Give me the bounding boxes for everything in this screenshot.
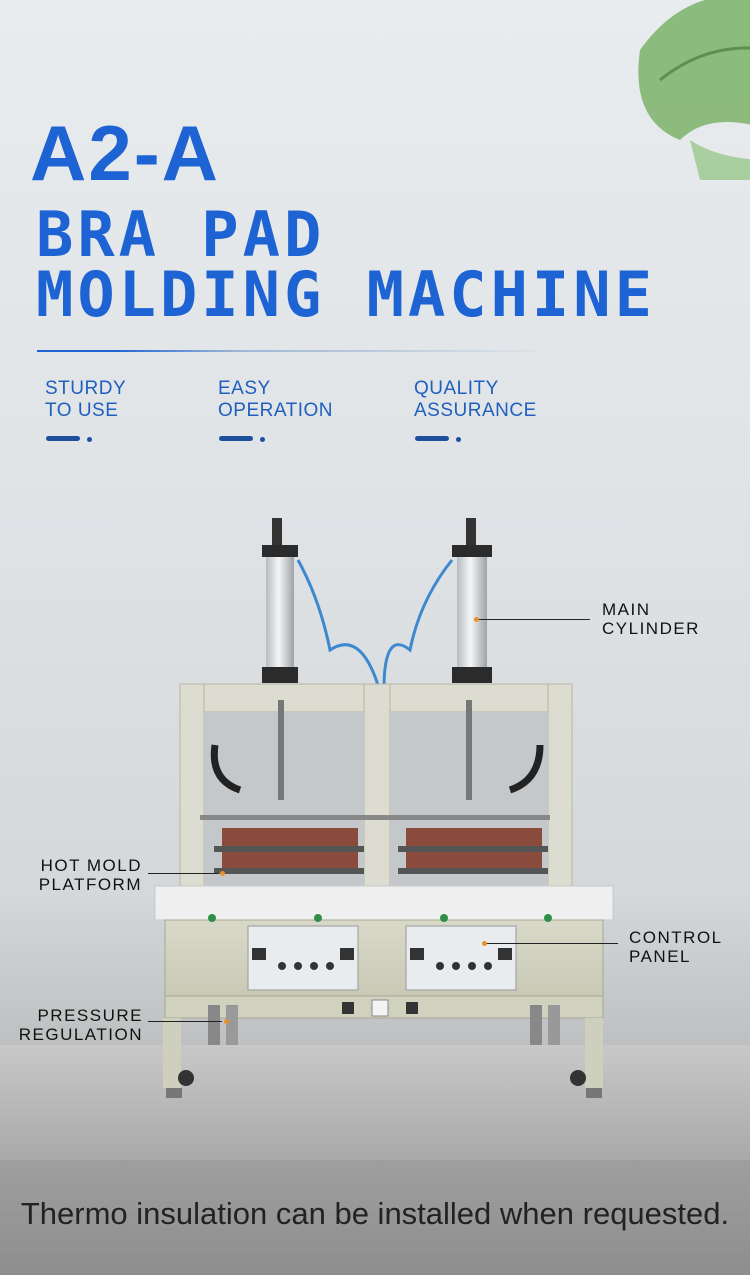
hot-mold-platform-right [398,828,548,874]
callout-control-panel: CONTROL PANEL [629,928,723,966]
callout-line-1: HOT MOLD [40,856,142,875]
control-panel-right [405,925,517,991]
callout-main-cylinder: MAIN CYLINDER [602,600,700,638]
feature-marker-dot [456,437,461,442]
feature-line-2: TO USE [45,400,119,421]
main-cylinder-right [452,518,492,683]
feature-line-2: OPERATION [218,400,333,421]
leader-line [486,943,618,944]
leaf-decoration [638,0,750,180]
control-panel-left [247,925,359,991]
leader-line [148,1021,222,1022]
leader-line [148,873,218,874]
feature-marker-dot [260,437,265,442]
caption-text: Thermo insulation can be installed when … [20,1196,730,1231]
feature-line-2: ASSURANCE [414,400,537,421]
feature-marker-dash [219,436,253,441]
feature-easy: EASY OPERATION [218,378,333,422]
leader-dot [474,617,479,622]
leader-dot [220,871,225,876]
callout-line-2: PLATFORM [38,875,142,894]
feature-marker-dash [415,436,449,441]
feature-line-1: QUALITY [414,378,499,399]
title-line-2: MOLDING MACHINE [36,258,656,331]
feature-line-1: STURDY [45,378,127,399]
floor-background [0,1045,750,1275]
callout-line-2: REGULATION [18,1025,143,1044]
leader-line [478,619,590,620]
feature-quality: QUALITY ASSURANCE [414,378,537,422]
leader-dot [224,1019,229,1024]
callout-line-1: CONTROL [629,928,723,947]
callout-line-2: PANEL [629,947,691,966]
pressure-regulator-left [208,1005,238,1045]
title-divider [37,350,537,352]
model-number: A2-A [30,109,221,197]
callout-pressure-regulation: PRESSURE REGULATION [5,1006,143,1044]
callout-hot-mold-platform: HOT MOLD PLATFORM [20,856,142,894]
feature-marker-dash [46,436,80,441]
title-line-1: BRA PAD [36,198,326,271]
feature-sturdy: STURDY TO USE [45,378,126,422]
caption-band [0,1160,750,1275]
callout-line-1: MAIN [602,600,651,619]
main-cylinder-left [262,518,298,683]
pressure-regulator-right [530,1005,560,1045]
callout-line-2: CYLINDER [602,619,700,638]
hot-mold-platform-left [214,828,364,874]
feature-marker-dot [87,437,92,442]
leader-dot [482,941,487,946]
callout-line-1: PRESSURE [37,1006,143,1025]
feature-line-1: EASY [218,378,271,399]
